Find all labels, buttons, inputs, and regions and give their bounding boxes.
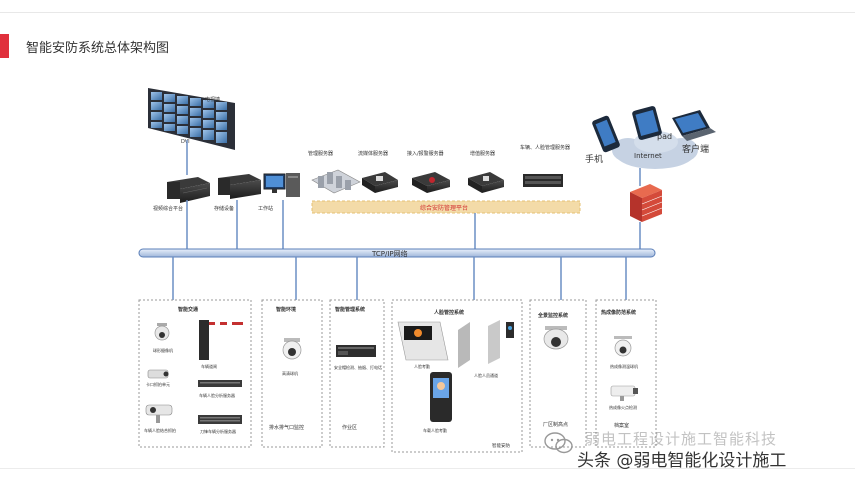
phone-label: 手机	[585, 153, 603, 165]
value-added-server-label: 增值服务器	[470, 150, 495, 157]
environment-item-0: 高清球机	[282, 370, 298, 376]
subsystem-box-face	[391, 299, 523, 453]
face-item-0: 人脸考勤	[414, 363, 430, 369]
bottom-divider	[0, 468, 855, 469]
subsystem-title-thermal: 热成像防范系统	[601, 309, 636, 316]
subsystem-box-thermal	[595, 299, 657, 448]
platform-bar-label: 综合安防管理平台	[420, 204, 468, 212]
management-footer: 作业区	[342, 424, 357, 431]
subsystem-title-environment: 智能环境	[276, 306, 296, 313]
network-bar-label: TCP/IP网络	[371, 249, 408, 258]
watermark-line-2: 头条 @弱电智能化设计施工	[577, 451, 787, 471]
workstation-label: 工作站	[258, 205, 273, 212]
management-server-label: 管理服务器	[308, 150, 333, 157]
internet-label: Internet	[634, 152, 662, 160]
tablet-icon	[632, 106, 662, 140]
storage-label: 存储设备	[214, 205, 234, 212]
traffic-item-1: 车辆道闸	[201, 363, 217, 369]
thermal-item-1: 热成像火点检测	[609, 404, 637, 410]
subsystem-title-traffic: 智能交通	[178, 306, 198, 313]
network-bar	[138, 248, 656, 258]
subsystem-title-panorama: 全景监控系统	[537, 312, 568, 319]
subsystem-title-management: 智能管理系统	[335, 306, 365, 313]
face-attendance-device-icon	[430, 372, 452, 422]
thermal-footer: 档案室	[614, 422, 629, 429]
subsystem-box-panorama	[529, 299, 587, 448]
face-terminal-icon	[397, 321, 449, 361]
dome-camera-icon	[154, 323, 170, 341]
video-wall-label: 电视墙	[205, 96, 220, 103]
access-alarm-server	[412, 172, 450, 193]
video-platform-device	[167, 177, 210, 203]
subsystem-box-traffic	[138, 299, 252, 448]
hd-dome-camera-icon	[282, 338, 302, 360]
traffic-item-5: 刀锋车辆分析服务器	[200, 428, 236, 434]
video-wall	[148, 88, 235, 150]
laptop-icon	[672, 110, 716, 141]
firewall-icon	[630, 184, 663, 222]
title-accent-bar	[0, 34, 9, 58]
subsystem-box-management	[329, 299, 385, 448]
nvr-device-icon	[336, 345, 376, 357]
storage-device	[218, 174, 261, 199]
access-alarm-server-label: 接入/报警服务器	[407, 150, 444, 157]
face-item-1: 人脸人员通道	[474, 372, 498, 378]
thermal-dome-camera-icon	[614, 336, 632, 357]
barrier-gate-icon	[199, 320, 243, 360]
streaming-server-label: 流媒体服务器	[358, 150, 388, 157]
traffic-item-2: 卡口抓拍单元	[146, 381, 170, 387]
face-vehicle-server	[523, 174, 563, 187]
wechat-icon	[544, 432, 573, 454]
streaming-server	[362, 172, 398, 193]
traffic-item-4: 车辆人脸结合抓拍	[144, 427, 176, 433]
video-platform-label: 视频综合平台	[153, 205, 183, 212]
management-item-0: 安全帽检测、抽烟、打电话	[334, 364, 382, 370]
dvi-label: DVI	[181, 139, 190, 145]
face-turnstile-icon	[458, 320, 514, 368]
workstation-device	[263, 173, 300, 197]
analysis-server-icon	[198, 380, 242, 387]
capture-unit-icon	[147, 369, 169, 379]
platform-bar	[311, 200, 581, 214]
management-server	[311, 169, 361, 194]
top-divider	[0, 12, 855, 13]
subsystem-title-face: 人脸管控系统	[433, 309, 464, 316]
internet-cloud	[612, 131, 698, 169]
client-label: 客户端	[682, 143, 709, 155]
environment-footer: 排水排气口监控	[269, 424, 304, 431]
value-added-server	[468, 172, 504, 193]
page-title: 智能安防系统总体架构图	[26, 41, 170, 56]
blade-server-icon	[198, 415, 242, 424]
phone-icon	[592, 115, 620, 153]
face-footer: 智能安防	[492, 442, 510, 449]
watermark-line-1: 弱电工程设计施工智能科技	[585, 430, 778, 448]
panorama-footer: 厂区制高点	[543, 421, 568, 428]
thermal-bullet-camera-icon	[610, 385, 638, 401]
panorama-camera-icon	[543, 326, 569, 350]
traffic-item-3: 车辆人脸分析服务器	[199, 392, 235, 398]
face-item-2: 车载人脸考勤	[423, 427, 447, 433]
face-vehicle-server-label: 车辆、人脸管理服务器	[520, 144, 570, 151]
pad-label: pad	[657, 132, 672, 141]
thermal-item-0: 热成像测温球机	[610, 363, 638, 369]
traffic-item-0: 球形摄像机	[153, 347, 173, 353]
subsystem-box-environment	[261, 299, 323, 448]
face-capture-camera-icon	[145, 404, 173, 423]
